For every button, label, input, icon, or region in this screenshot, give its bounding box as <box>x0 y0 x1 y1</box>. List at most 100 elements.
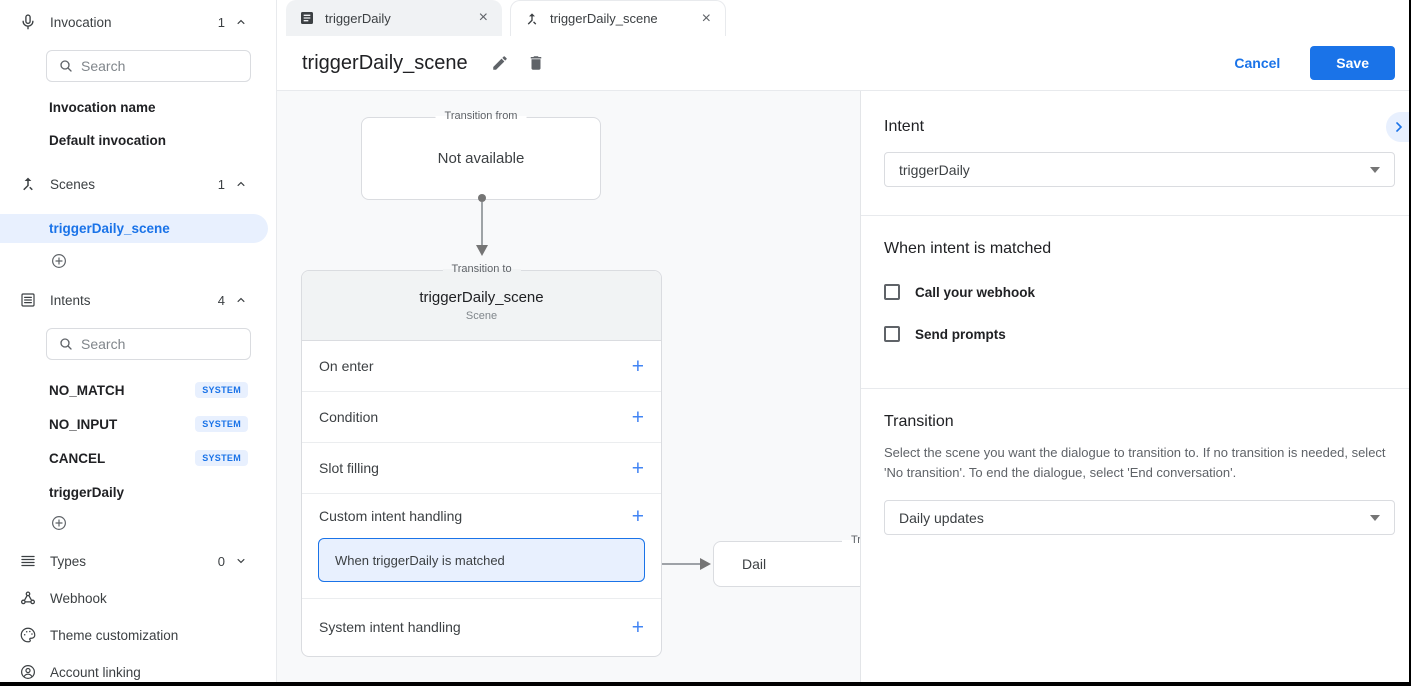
section-label: Types <box>50 553 87 569</box>
send-prompts-option[interactable]: Send prompts <box>884 326 1395 342</box>
sidebar-section-invocation[interactable]: Invocation 1 <box>0 9 276 35</box>
panel-divider <box>861 215 1409 216</box>
intents-search-box[interactable] <box>46 328 251 360</box>
transition-description: Select the scene you want the dialogue t… <box>884 445 1386 481</box>
row-label: Slot filling <box>319 460 379 476</box>
collapse-panel-button[interactable] <box>1386 112 1409 142</box>
intent-label: triggerDaily <box>49 484 125 500</box>
page-title: triggerDaily_scene <box>302 51 468 74</box>
close-icon[interactable]: × <box>701 9 711 27</box>
chevron-up-icon[interactable] <box>234 177 248 191</box>
call-webhook-option[interactable]: Call your webhook <box>884 284 1395 300</box>
dropdown-value: triggerDaily <box>899 161 970 178</box>
save-button[interactable]: Save <box>1310 46 1395 80</box>
sidebar-item-label: Account linking <box>50 664 141 680</box>
when-matched-heading: When intent is matched <box>884 240 1052 257</box>
intent-heading: Intent <box>884 118 925 135</box>
tab-trigger-daily[interactable]: triggerDaily × <box>286 0 502 36</box>
tab-label: triggerDaily_scene <box>550 11 658 26</box>
row-on-enter[interactable]: On enter + <box>302 341 661 392</box>
add-icon[interactable]: + <box>631 405 644 429</box>
row-slot-filling[interactable]: Slot filling + <box>302 443 661 494</box>
delete-icon[interactable] <box>527 54 545 72</box>
add-icon[interactable]: + <box>631 456 644 480</box>
sidebar-section-scenes[interactable]: Scenes 1 <box>0 171 276 197</box>
sidebar-item-label: Webhook <box>50 590 107 606</box>
account-icon <box>19 663 37 681</box>
scenes-icon <box>19 175 37 193</box>
scene-card: Transition to triggerDaily_scene Scene O… <box>301 263 662 657</box>
dropdown-caret-icon <box>1370 514 1380 521</box>
search-input[interactable] <box>81 58 231 74</box>
add-icon[interactable]: + <box>631 354 644 378</box>
sidebar-item-default-invocation[interactable]: Default invocation <box>49 133 167 148</box>
node-text: Dail <box>742 556 767 572</box>
section-label: Intents <box>50 292 91 308</box>
add-icon[interactable]: + <box>631 615 644 639</box>
sidebar: Invocation 1 Invocation name Default inv… <box>0 0 277 682</box>
sidebar-item-trigger-daily-scene[interactable]: triggerDaily_scene <box>0 214 268 243</box>
add-icon[interactable]: + <box>631 504 644 528</box>
sidebar-item-no-match[interactable]: NO_MATCH SYSTEM <box>0 382 276 398</box>
sidebar-item-theme-customization[interactable]: Theme customization <box>0 622 276 648</box>
chevron-down-icon[interactable] <box>234 554 248 568</box>
section-count: 1 <box>217 176 225 192</box>
scenes-icon <box>524 11 540 27</box>
transition-heading: Transition <box>884 413 954 430</box>
chevron-up-icon[interactable] <box>234 293 248 307</box>
node-legend: Tr <box>842 534 860 546</box>
row-condition[interactable]: Condition + <box>302 392 661 443</box>
row-custom-intent-handling[interactable]: Custom intent handling + <box>302 494 661 538</box>
scene-flow-canvas: Transition from Not available Transition… <box>277 91 860 682</box>
handler-label: When triggerDaily is matched <box>335 552 505 568</box>
sidebar-item-no-input[interactable]: NO_INPUT SYSTEM <box>0 416 276 432</box>
checkbox[interactable] <box>884 326 900 342</box>
tab-label: triggerDaily <box>325 10 391 26</box>
node-legend: Transition from <box>435 110 527 122</box>
node-legend: Transition to <box>442 263 521 275</box>
intent-label: NO_INPUT <box>49 416 118 432</box>
close-icon[interactable]: × <box>478 9 488 26</box>
edit-icon[interactable] <box>491 54 509 72</box>
checkbox[interactable] <box>884 284 900 300</box>
sidebar-item-cancel[interactable]: CANCEL SYSTEM <box>0 450 276 466</box>
section-label: Scenes <box>50 176 96 192</box>
intent-label: NO_MATCH <box>49 382 125 398</box>
editor-tabstrip: triggerDaily × triggerDaily_scene × <box>277 0 1409 36</box>
intent-label: CANCEL <box>49 450 106 466</box>
palette-icon <box>19 626 37 644</box>
row-label: Condition <box>319 409 379 425</box>
sidebar-section-types[interactable]: Types 0 <box>0 548 276 574</box>
sidebar-item-account-linking[interactable]: Account linking <box>0 659 276 682</box>
node-text: Not available <box>437 150 525 167</box>
transition-target-node[interactable]: Tr Dail <box>713 534 860 587</box>
tab-trigger-daily-scene[interactable]: triggerDaily_scene × <box>510 0 726 36</box>
section-label: Invocation <box>50 14 112 30</box>
system-badge: SYSTEM <box>195 450 248 466</box>
types-icon <box>19 552 37 570</box>
search-input[interactable] <box>81 336 231 352</box>
add-intent-button[interactable] <box>50 514 68 532</box>
sidebar-section-intents[interactable]: Intents 4 <box>0 287 276 313</box>
add-scene-button[interactable] <box>50 252 68 270</box>
scene-card-title: triggerDaily_scene <box>419 289 544 306</box>
scene-card-subtitle: Scene <box>465 310 498 322</box>
row-system-intent-handling[interactable]: System intent handling + <box>302 598 661 655</box>
transition-dropdown[interactable]: Daily updates <box>884 500 1395 536</box>
sidebar-item-webhook[interactable]: Webhook <box>0 585 276 611</box>
sidebar-item-trigger-daily[interactable]: triggerDaily <box>0 484 276 500</box>
row-label: Custom intent handling <box>319 508 463 524</box>
intents-icon <box>19 291 37 309</box>
intent-handler-chip[interactable]: When triggerDaily is matched <box>318 538 645 582</box>
scene-card-header: triggerDaily_scene Scene <box>302 271 661 341</box>
intent-dropdown[interactable]: triggerDaily <box>884 152 1395 187</box>
section-count: 1 <box>217 14 225 30</box>
invocation-search-box[interactable] <box>46 50 251 82</box>
chevron-up-icon[interactable] <box>234 15 248 29</box>
cancel-button[interactable]: Cancel <box>1234 55 1281 71</box>
chevron-right-icon <box>1391 119 1407 135</box>
row-label: System intent handling <box>319 619 461 635</box>
webhook-icon <box>19 589 37 607</box>
sidebar-item-invocation-name[interactable]: Invocation name <box>49 100 156 115</box>
